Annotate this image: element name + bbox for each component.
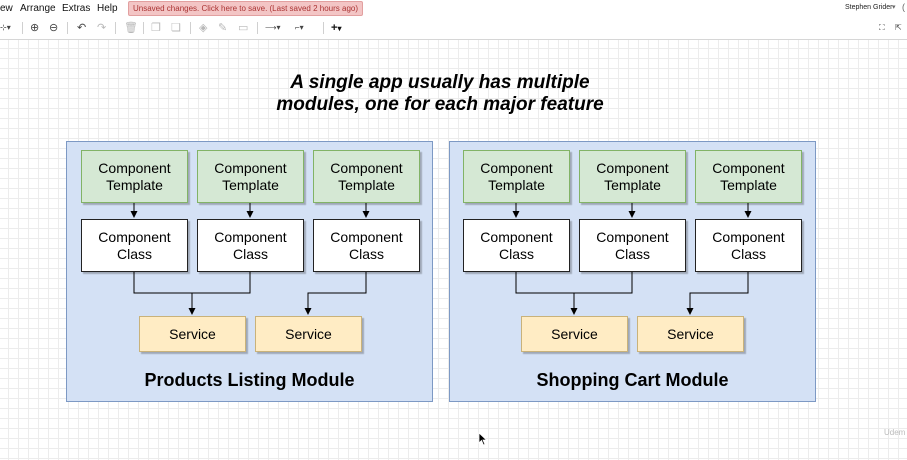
component-template-box[interactable]: Component Template [695, 150, 802, 203]
component-template-box[interactable]: Component Template [313, 150, 420, 203]
chevron-down-icon[interactable]: ▾ [892, 4, 896, 11]
fill-color-icon[interactable]: ◈ [199, 22, 208, 34]
service-box[interactable]: Service [255, 316, 362, 352]
toolbar-divider [67, 22, 68, 34]
menu-help[interactable]: Help [97, 3, 118, 14]
toolbar-divider [143, 22, 144, 34]
service-box[interactable]: Service [521, 316, 628, 352]
arrow-class-to-service[interactable] [515, 272, 578, 315]
mouse-cursor-icon [478, 432, 488, 446]
component-class-box[interactable]: Component Class [695, 219, 802, 272]
component-template-box[interactable]: Component Template [463, 150, 570, 203]
to-front-icon[interactable]: ❐ [151, 22, 161, 34]
menu-extras[interactable]: Extras [62, 3, 91, 14]
account-icon[interactable]: ( [902, 2, 905, 12]
toolbar-divider [115, 22, 116, 34]
format-icon[interactable]: ⊹▾ [0, 23, 11, 32]
module-label[interactable]: Shopping Cart Module [536, 370, 729, 390]
title-line-2: modules, one for each major feature [276, 94, 604, 115]
unsaved-changes-banner[interactable]: Unsaved changes. Click here to save. (La… [128, 1, 364, 16]
toolbar-divider [323, 22, 324, 34]
waypoints-icon[interactable]: ⌐▾ [295, 23, 304, 32]
component-template-box[interactable]: Component Template [579, 150, 686, 203]
arrow-class-to-service[interactable] [574, 272, 633, 294]
service-box[interactable]: Service [139, 316, 246, 352]
service-box[interactable]: Service [637, 316, 744, 352]
menu-bar: ew Arrange Extras Help Unsaved changes. … [0, 0, 907, 17]
fullscreen-icon[interactable]: ⛶ [879, 23, 885, 32]
diagram-title[interactable]: A single app usually has multiple module… [220, 72, 660, 116]
arrow-class-to-service[interactable] [304, 272, 367, 315]
undo-icon[interactable]: ↶ [77, 22, 87, 34]
toolbar-divider [257, 22, 258, 34]
component-class-box[interactable]: Component Class [463, 219, 570, 272]
zoom-in-icon[interactable]: ⊕ [30, 22, 40, 34]
module-label[interactable]: Products Listing Module [144, 370, 355, 390]
component-class-box[interactable]: Component Class [197, 219, 304, 272]
connection-icon[interactable]: ⟶▾ [265, 23, 281, 32]
line-color-icon[interactable]: ✎ [218, 22, 228, 34]
user-name[interactable]: Stephen Grider [845, 4, 893, 11]
redo-icon[interactable]: ↷ [97, 22, 107, 34]
component-class-box[interactable]: Component Class [313, 219, 420, 272]
menu-view[interactable]: ew [0, 3, 13, 14]
arrow-class-to-service[interactable] [686, 272, 749, 315]
watermark: Udem [884, 428, 906, 437]
component-class-box[interactable]: Component Class [579, 219, 686, 272]
component-class-box[interactable]: Component Class [81, 219, 188, 272]
component-template-box[interactable]: Component Template [81, 150, 188, 203]
zoom-out-icon[interactable]: ⊖ [49, 22, 59, 34]
arrow-class-to-service[interactable] [192, 272, 251, 294]
insert-icon[interactable]: +▾ [331, 22, 342, 34]
toolbar: ⊹▾ ⊕ ⊖ ↶ ↷ 🗑 ❐ ❏ ◈ ✎ ▭ ⟶▾ ⌐▾ +▾ ⛶ ⇱ [0, 17, 907, 40]
to-back-icon[interactable]: ❏ [171, 22, 181, 34]
arrow-class-to-service[interactable] [133, 272, 196, 315]
toolbar-divider [22, 22, 23, 34]
shadow-icon[interactable]: ▭ [238, 22, 249, 34]
toolbar-divider [190, 22, 191, 34]
delete-icon[interactable]: 🗑 [124, 22, 138, 34]
collapse-icon[interactable]: ⇱ [895, 23, 902, 32]
menu-arrange[interactable]: Arrange [20, 3, 56, 14]
component-template-box[interactable]: Component Template [197, 150, 304, 203]
title-line-1: A single app usually has multiple [290, 72, 590, 93]
